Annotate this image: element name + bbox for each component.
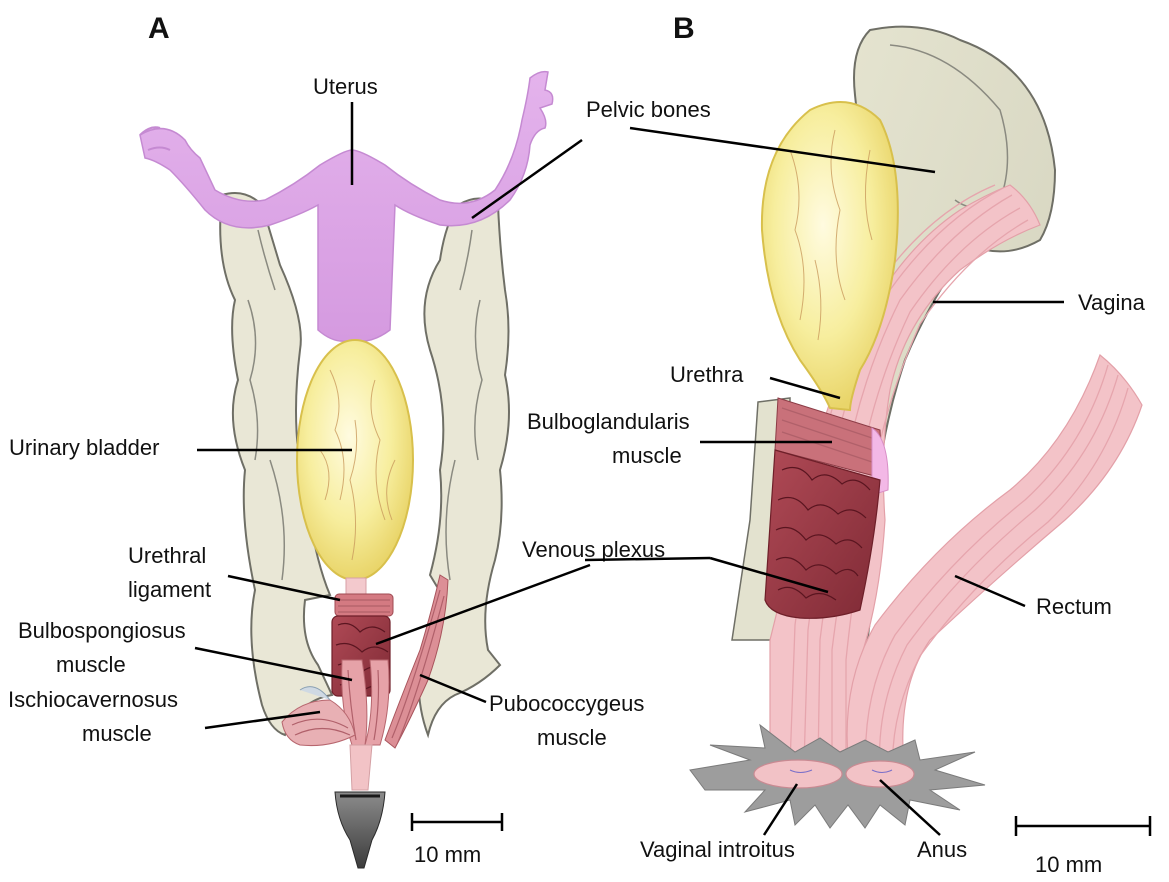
label-anus: Anus	[917, 837, 967, 862]
label-vaginal-introitus: Vaginal introitus	[640, 837, 795, 862]
label-vagina: Vagina	[1078, 290, 1146, 315]
label-pelvic-bones: Pelvic bones	[586, 97, 711, 122]
panel-a: A	[8, 12, 711, 868]
label-bulbospongiosus-line1: Bulbospongiosus	[18, 618, 186, 643]
vulva-a	[335, 792, 385, 868]
label-uterus: Uterus	[313, 74, 378, 99]
label-pubococcygeus-line2: muscle	[537, 725, 607, 750]
panel-b-letter: B	[673, 12, 695, 45]
label-urinary-bladder: Urinary bladder	[9, 435, 159, 460]
panel-a-letter: A	[148, 12, 170, 45]
label-ischiocavernosus-line2: muscle	[82, 721, 152, 746]
label-rectum: Rectum	[1036, 594, 1112, 619]
label-bulboglandularis-line2: muscle	[612, 443, 682, 468]
anus-opening	[846, 761, 914, 787]
label-urethral-ligament-line1: Urethral	[128, 543, 206, 568]
urinary-bladder-a	[297, 340, 413, 580]
label-bulboglandularis-line1: Bulboglandularis	[527, 409, 690, 434]
scale-bar-a: 10 mm	[412, 813, 502, 867]
vaginal-introitus-opening	[754, 760, 842, 788]
scale-bar-b-label: 10 mm	[1035, 852, 1102, 877]
label-urethra: Urethra	[670, 362, 744, 387]
venous-plexus-b	[765, 450, 880, 618]
label-ischiocavernosus-line1: Ischiocavernosus	[8, 687, 178, 712]
scale-bar-a-label: 10 mm	[414, 842, 481, 867]
label-urethral-ligament-line2: ligament	[128, 577, 211, 602]
urethra-lower-a	[350, 745, 372, 790]
panel-b: B	[527, 12, 1150, 877]
scale-bar-b: 10 mm	[1016, 816, 1150, 877]
label-pubococcygeus-line1: Pubococcygeus	[489, 691, 644, 716]
label-bulbospongiosus-line2: muscle	[56, 652, 126, 677]
urethral-ligament	[335, 594, 393, 616]
rectum-b	[847, 355, 1142, 775]
